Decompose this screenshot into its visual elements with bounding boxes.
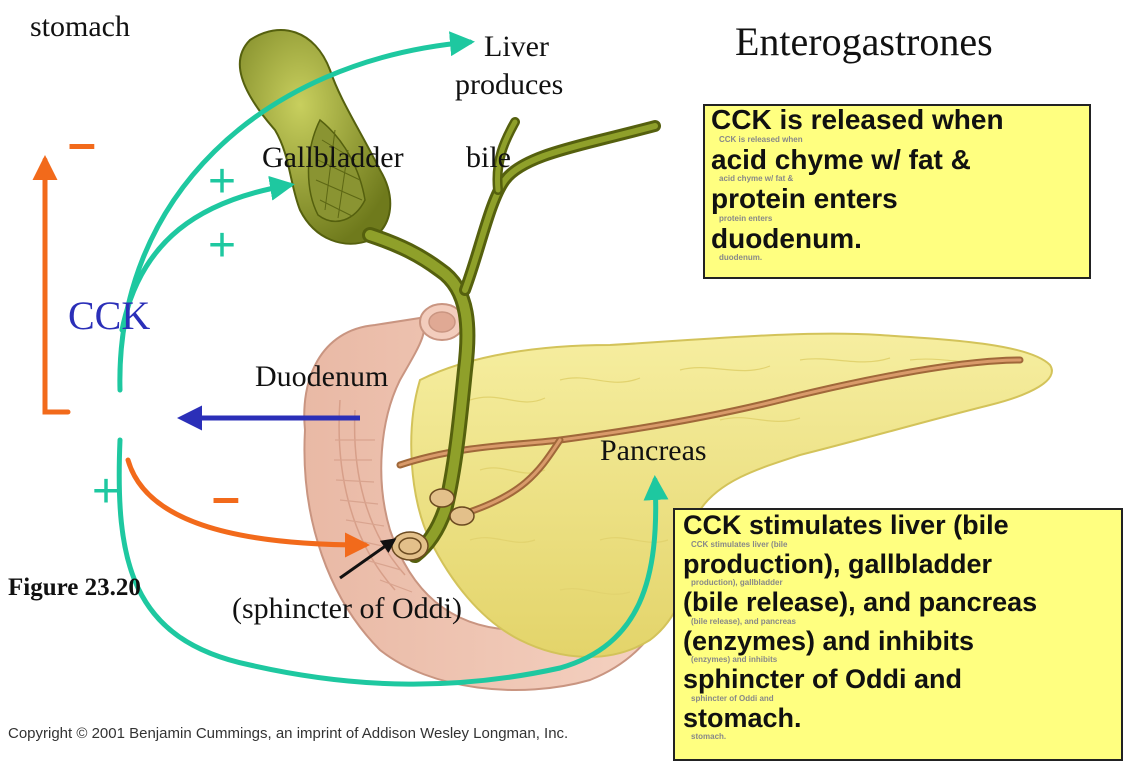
note-bottom-tiny-1: CCK stimulates liver (bile	[691, 541, 1113, 549]
plus-sign-liver: +	[208, 158, 236, 206]
note-top-tiny-4: duodenum.	[719, 254, 1083, 262]
copyright-text: Copyright © 2001 Benjamin Cummings, an i…	[8, 726, 568, 741]
note-top-tiny-2: acid chyme w/ fat &	[719, 175, 1083, 183]
note-bottom-tiny-4: (enzymes) and inhibits	[691, 656, 1113, 664]
note-bottom-tiny-2: production), gallbladder	[691, 579, 1113, 587]
note-bottom-line-5: sphincter of Oddi and	[683, 666, 1113, 694]
note-bottom-line-4: (enzymes) and inhibits	[683, 628, 1113, 656]
note-bottom-tiny-3: (bile release), and pancreas	[691, 618, 1113, 626]
note-bottom-line-3: (bile release), and pancreas	[683, 589, 1113, 617]
note-top-line-3: protein enters	[711, 185, 1083, 214]
arrow-to-stomach	[45, 160, 68, 412]
note-bottom-line-2: production), gallbladder	[683, 551, 1113, 579]
label-gallbladder: Gallbladder	[262, 143, 404, 173]
plus-sign-pancreas: +	[92, 468, 120, 516]
label-figure: Figure 23.20	[8, 575, 141, 600]
note-cck-release: CCK is released when CCK is released whe…	[703, 104, 1091, 279]
label-cck: CCK	[68, 296, 150, 336]
note-bottom-tiny-6: stomach.	[691, 733, 1113, 741]
label-sphincter-of-oddi: (sphincter of Oddi)	[232, 594, 462, 624]
minus-sign-sphincter: –	[212, 472, 240, 522]
label-bile: bile	[466, 143, 511, 173]
label-duodenum: Duodenum	[255, 362, 388, 392]
label-stomach: stomach	[30, 12, 130, 42]
note-top-line-4: duodenum.	[711, 225, 1083, 254]
note-top-line-1: CCK is released when	[711, 106, 1083, 135]
plus-sign-gallbladder: +	[208, 222, 236, 270]
note-bottom-line-1: CCK stimulates liver (bile	[683, 512, 1113, 540]
note-bottom-line-6: stomach.	[683, 705, 1113, 733]
note-top-tiny-1: CCK is released when	[719, 136, 1083, 144]
note-bottom-tiny-5: sphincter of Oddi and	[691, 695, 1113, 703]
label-produces: produces	[455, 70, 563, 100]
note-top-line-2: acid chyme w/ fat &	[711, 146, 1083, 175]
label-pancreas: Pancreas	[600, 436, 707, 466]
minus-sign-stomach: –	[68, 118, 96, 168]
label-liver: Liver	[484, 32, 549, 62]
note-cck-effects: CCK stimulates liver (bile CCK stimulate…	[673, 508, 1123, 761]
note-top-tiny-3: protein enters	[719, 215, 1083, 223]
page-title: Enterogastrones	[735, 22, 993, 62]
